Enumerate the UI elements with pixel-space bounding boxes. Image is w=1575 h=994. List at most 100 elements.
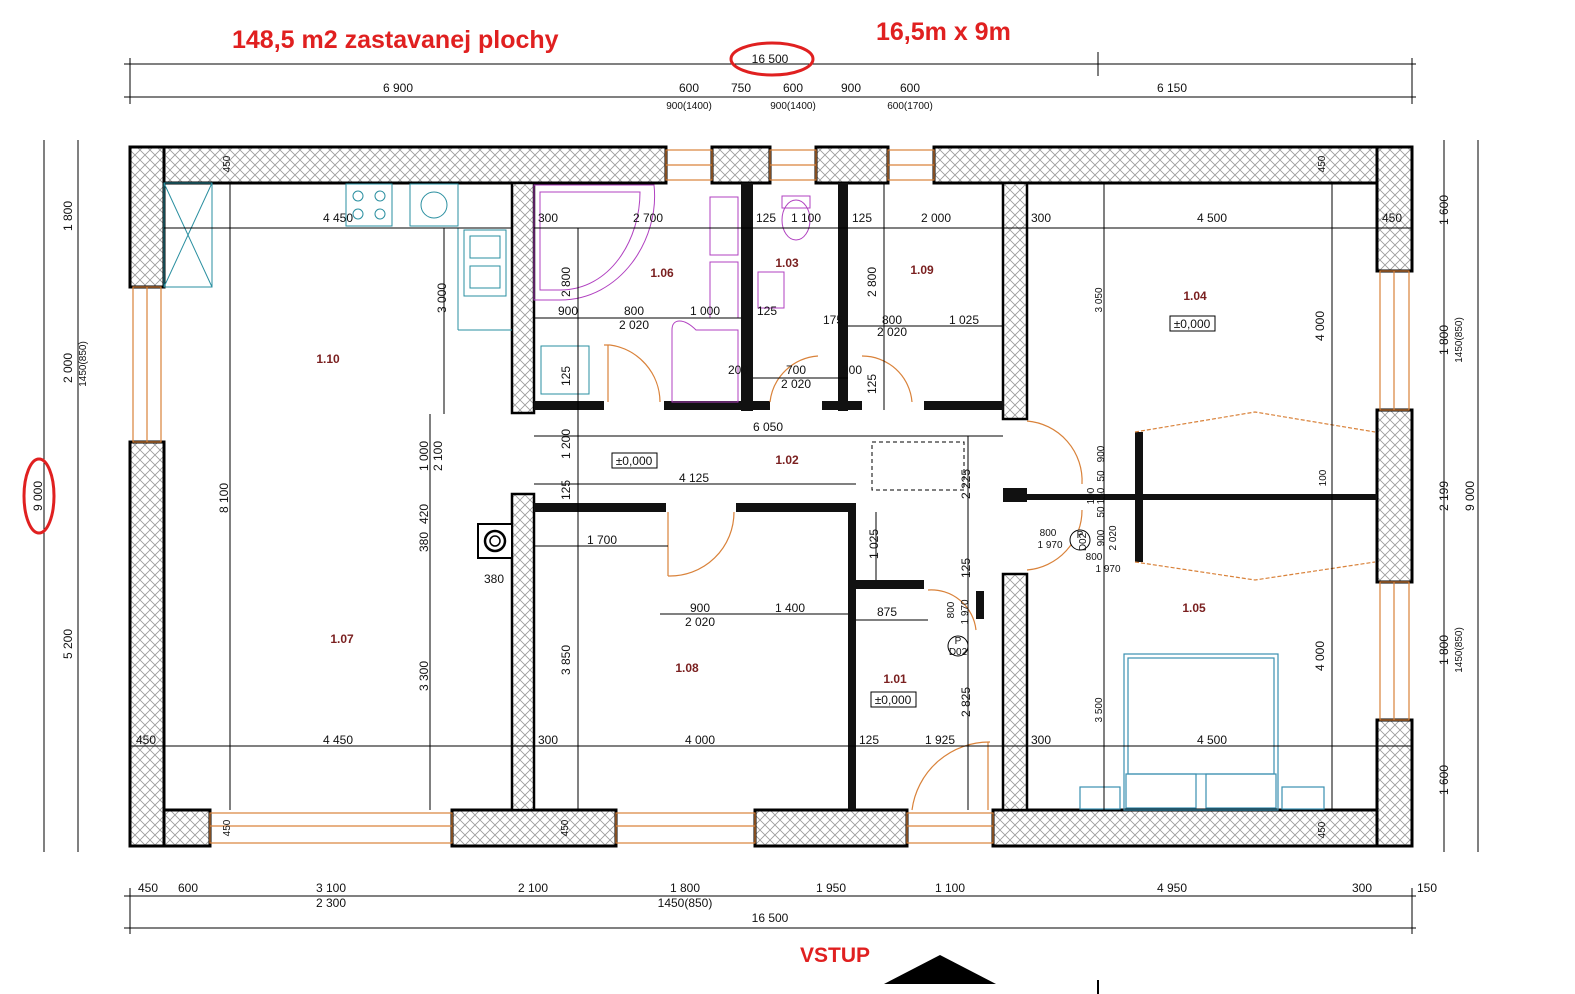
bottom-dim-4: 1 800 xyxy=(670,881,700,895)
dim-i64: 4 000 xyxy=(1313,311,1327,341)
right-dim-1: 1 800 xyxy=(1437,325,1451,355)
dim-i68: 100 xyxy=(1086,487,1097,504)
dim-i26: 200 xyxy=(728,363,748,377)
dim-i2: 2 700 xyxy=(633,211,663,225)
dim-i5: 125 xyxy=(852,211,872,225)
bottom-dim-2: 3 100 xyxy=(316,881,346,895)
partition-walls xyxy=(534,183,1377,810)
entrance-label: VSTUP xyxy=(800,944,871,967)
right-total-dim: 9 000 xyxy=(1463,481,1477,511)
dim-i21: 2 020 xyxy=(877,325,907,339)
level-1-04: ±0,000 xyxy=(1174,317,1211,331)
width-highlight-ellipse xyxy=(729,41,815,77)
top-sub-2: 600(1700) xyxy=(887,101,933,112)
highlight-marks xyxy=(22,41,815,535)
right-dim-0: 1 600 xyxy=(1437,195,1451,225)
right-dimension-labels: 1 600 1 800 1450(850) 2 199 1 800 1450(8… xyxy=(1437,195,1477,795)
dim-i19: 175 xyxy=(823,313,843,327)
dim-i7: 300 xyxy=(1031,211,1051,225)
dim-i56: 4 000 xyxy=(685,733,715,747)
top-dim-1: 600 xyxy=(679,81,699,95)
interior-walls xyxy=(510,181,1029,812)
room-labels: 1.01 1.02 1.03 1.04 1.05 1.06 1.07 1.08 … xyxy=(316,256,1207,686)
top-sub-0: 900(1400) xyxy=(666,101,712,112)
level-1-02: ±0,000 xyxy=(616,454,653,468)
bottom-dim-5: 1 950 xyxy=(816,881,846,895)
room-1-03: 1.03 xyxy=(775,256,799,270)
dim-i75: 800 xyxy=(1040,528,1057,539)
left-dim-1: 2 000 xyxy=(61,353,75,383)
doors xyxy=(604,344,1376,811)
interior-dimension-labels: 4 450 300 2 700 125 1 100 125 2 000 300 … xyxy=(136,155,1402,838)
dim-i74: 100 xyxy=(1318,469,1329,486)
dim-i52: 2 825 xyxy=(959,687,973,717)
dim-i67: 900 xyxy=(1096,445,1107,462)
left-dimension-labels: 1 800 2 000 1450(850) 5 200 9 000 xyxy=(31,201,89,659)
door-tag-p-0: P xyxy=(1077,530,1084,541)
washer-icon xyxy=(540,345,590,395)
overall-depth-dim: 9 000 xyxy=(31,481,45,511)
room-1-04: 1.04 xyxy=(1183,289,1207,303)
dim-i57: 125 xyxy=(859,733,879,747)
kitchen-fixtures xyxy=(163,182,512,331)
dim-i45: 2 020 xyxy=(685,615,715,629)
dim-i62: 450 xyxy=(560,819,571,836)
level-1-01: ±0,000 xyxy=(875,693,912,707)
dim-i36: 125 xyxy=(559,480,573,500)
top-dim-3: 600 xyxy=(783,81,803,95)
dim-i48: 800 xyxy=(946,601,957,618)
dim-i43: 125 xyxy=(959,558,973,578)
right-dim-3: 2 199 xyxy=(1437,481,1451,511)
dim-i55: 300 xyxy=(538,733,558,747)
dim-i0: 4 450 xyxy=(323,211,353,225)
dim-i50: 3 850 xyxy=(559,645,573,675)
left-dim-0: 1 800 xyxy=(61,201,75,231)
dim-i10: 450 xyxy=(222,155,233,172)
dim-i51: 3 300 xyxy=(417,661,431,691)
dim-i28: 2 020 xyxy=(781,377,811,391)
dim-i46: 1 400 xyxy=(775,601,805,615)
dim-i61: 450 xyxy=(222,819,233,836)
dim-i47: 875 xyxy=(877,605,897,619)
dim-i12: 3 000 xyxy=(435,283,449,313)
dim-i23: 2 800 xyxy=(559,267,573,297)
dimension-lines xyxy=(43,52,1479,934)
dim-i38: 380 xyxy=(484,572,504,586)
dim-i44: 900 xyxy=(690,601,710,615)
dim-i27: 700 xyxy=(786,363,806,377)
room-1-01: 1.01 xyxy=(883,672,907,686)
dim-i35: 4 125 xyxy=(679,471,709,485)
room-1-09: 1.09 xyxy=(910,263,934,277)
top-dim-4: 900 xyxy=(841,81,861,95)
dim-i63: 3 050 xyxy=(1094,287,1105,312)
dim-i76: 1 970 xyxy=(1037,540,1062,551)
left-dim-3: 5 200 xyxy=(61,629,75,659)
bottom-dim-7: 4 950 xyxy=(1157,881,1187,895)
top-dim-2: 750 xyxy=(731,81,751,95)
dim-i53: 450 xyxy=(136,733,156,747)
dim-i32: 1 200 xyxy=(559,429,573,459)
bottom-sub-1: 1450(850) xyxy=(658,896,713,910)
dim-i73: 2 020 xyxy=(1108,525,1119,550)
top-dimension-labels: 16 500 6 900 600 750 600 900 600 6 150 9… xyxy=(383,52,1187,112)
dim-i40: 380 xyxy=(417,532,431,552)
dim-i31: 6 050 xyxy=(753,420,783,434)
right-dim-5: 1450(850) xyxy=(1454,627,1465,673)
dim-i11: 450 xyxy=(1317,155,1328,172)
built-area-heading: 148,5 m2 zastavanej plochy xyxy=(232,26,559,54)
dim-i42: 1 025 xyxy=(867,529,881,559)
door-tag-d02-0: D02 xyxy=(1078,532,1089,551)
room-1-06: 1.06 xyxy=(650,266,674,280)
level-markers xyxy=(611,315,1216,708)
dim-i37: 1 700 xyxy=(587,533,617,547)
dim-i78: 1 970 xyxy=(1095,564,1120,575)
dim-i41: 2 225 xyxy=(959,469,973,499)
dim-i25: 125 xyxy=(559,366,573,386)
bottom-dim-8: 300 xyxy=(1352,881,1372,895)
door-tag-p-1: P xyxy=(955,636,962,647)
dim-i24: 2 800 xyxy=(865,267,879,297)
dim-i39: 420 xyxy=(417,504,431,524)
bottom-sub-0: 2 300 xyxy=(316,896,346,910)
dim-i18: 125 xyxy=(757,304,777,318)
dim-i49: 1 970 xyxy=(960,599,971,624)
